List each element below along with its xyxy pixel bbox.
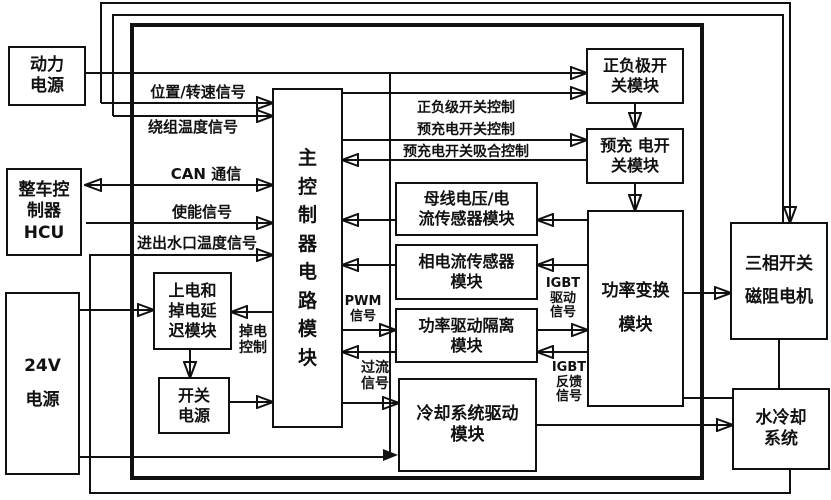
- switch-psu-box: 开关 电源: [158, 377, 230, 434]
- hcu-box: 整车控 制器 HCU: [6, 168, 82, 256]
- battery-24v-label: 24V: [24, 356, 61, 377]
- precharge-suction-label: 预充电开关吸合控制: [403, 143, 529, 160]
- motor-label: 三相开关: [745, 253, 813, 274]
- hcu-label: 整车控: [18, 180, 70, 201]
- cooling-driver-box: 冷却系统驱动 模块: [398, 378, 537, 472]
- water-cooling-label: 水冷却: [755, 407, 807, 428]
- switch-psu-label: 开关: [177, 385, 210, 405]
- water-cooling-box: 水冷却 系统: [732, 388, 830, 470]
- power-delay-box: 上电和 掉电延 迟模块: [153, 272, 232, 350]
- precharge-control-label: 预充电开关控制: [417, 121, 515, 138]
- pos-neg-switch-label: 正负极开: [602, 56, 667, 75]
- water-temp-signal-label: 进出水口温度信号: [136, 233, 257, 252]
- overcurrent-signal-label: 过流 信号: [361, 359, 389, 392]
- posneg-control-label: 正负级开关控制: [417, 99, 515, 116]
- wire-water-temp-signal: [89, 255, 791, 494]
- power-source-label: 动力: [30, 54, 64, 75]
- poweroff-control-label: 掉电 控制: [239, 323, 267, 356]
- drive-isolation-label: 功率驱动隔离: [418, 315, 515, 335]
- pos-neg-switch-box: 正负极开 关模块: [586, 48, 684, 104]
- precharge-switch-box: 预充 电开 关模块: [586, 128, 684, 184]
- igbt-feedback-signal-label: IGBT 反馈 信号: [551, 359, 587, 405]
- precharge-switch-label: 预充 电开: [600, 136, 670, 155]
- can-bus-label: CAN 通信: [170, 164, 242, 183]
- enable-signal-label: 使能信号: [171, 202, 232, 221]
- phase-sensor-label: 相电流传感器: [418, 252, 515, 271]
- drive-isolation-box: 功率驱动隔离 模块: [395, 308, 538, 363]
- pwm-signal-label: PWM 信号: [344, 294, 382, 324]
- wire-motor-loop-2: [112, 14, 784, 222]
- main-controller-box: 主 控 制 器 电 路 模 块: [272, 88, 343, 428]
- main-controller-label: 主: [297, 147, 317, 169]
- power-delay-label: 上电和: [168, 281, 217, 300]
- phase-sensor-box: 相电流传感器 模块: [395, 244, 538, 300]
- battery-24v-box: 24V 电源: [5, 292, 80, 475]
- cooling-driver-label: 冷却系统驱动: [416, 403, 519, 424]
- power-source-box: 动力 电源: [8, 46, 86, 106]
- wire-motor-loop-1: [100, 2, 790, 222]
- motor-box: 三相开关 磁阻电机: [730, 222, 828, 340]
- controller-enclosure-frame: [130, 23, 704, 480]
- wire-arrow-into-cooling-driver: [383, 449, 398, 461]
- bus-sensor-label: 母线电压/电: [423, 189, 510, 208]
- pos-speed-signal-label: 位置/转速信号: [150, 82, 246, 101]
- igbt-drive-signal-label: IGBT 驱动 信号: [545, 275, 581, 321]
- power-converter-label: 功率变换: [601, 281, 670, 302]
- bus-sensor-box: 母线电压/电 流传感器模块: [395, 182, 538, 236]
- power-converter-box: 功率变换 模块: [587, 210, 684, 407]
- winding-temp-signal-label: 绕组温度信号: [147, 117, 238, 136]
